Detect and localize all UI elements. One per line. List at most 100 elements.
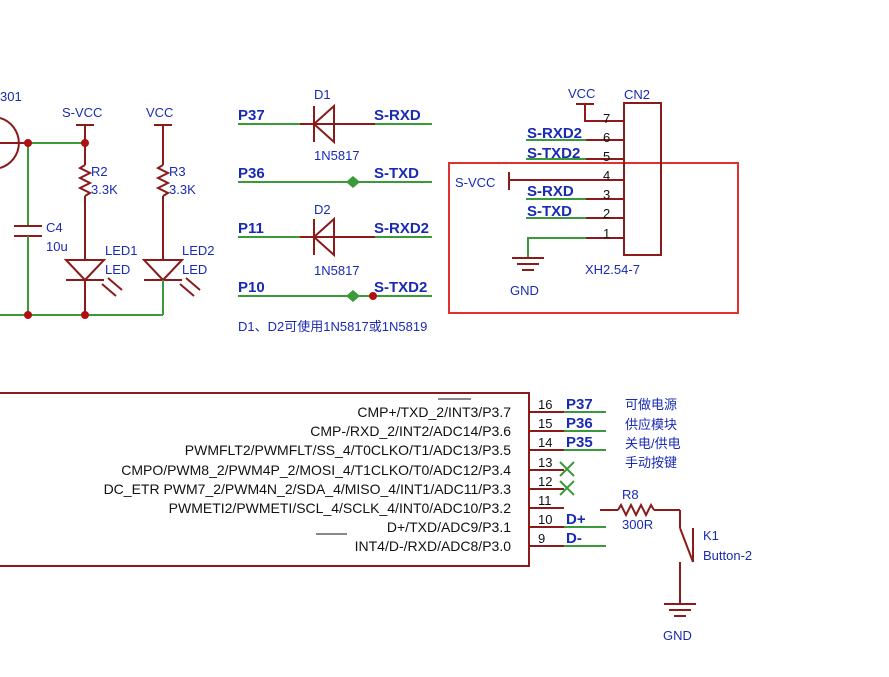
r2-ref: R2	[91, 164, 108, 179]
junction-dot	[24, 139, 32, 147]
mcu-pin-number: 14	[538, 435, 552, 450]
no-connect-mark	[559, 461, 575, 477]
cn2-gnd-wire	[527, 237, 586, 258]
d1-part: 1N5817	[314, 148, 360, 163]
mcu-net-label: P36	[566, 415, 593, 432]
mcu-pin-name: PWMFLT2/PWMFLT/SS_4/T0CLKO/T1/ADC13/P3.5	[185, 442, 511, 458]
r3-ref: R3	[169, 164, 186, 179]
mcu-pin-number: 16	[538, 397, 552, 412]
diode-note: D1、D2可使用1N5817或1N5819	[238, 319, 427, 334]
diode-section: P37 S-RXD D1 1N5817 P36 S-TXD P11 S-RXD2…	[238, 87, 432, 334]
r8-value: 300R	[622, 517, 653, 532]
cn2-net-label: S-RXD2	[527, 125, 582, 142]
mcu-net-label: P37	[566, 396, 593, 413]
cn2-net-label: S-RXD	[527, 183, 574, 200]
partial-label: 301	[0, 89, 22, 104]
led1-value: LED	[105, 262, 130, 277]
r8-resistor	[617, 502, 655, 518]
k1-value: Button-2	[703, 548, 752, 563]
led2-triangle	[141, 259, 185, 282]
cn2-part: XH2.54-7	[585, 262, 640, 277]
k1-gnd-label: GND	[663, 628, 692, 643]
k1-switch-blade	[679, 527, 694, 563]
led1-ref: LED1	[105, 243, 138, 258]
c4-value: 10u	[46, 239, 68, 254]
mcu-pin-number: 11	[538, 493, 552, 508]
c4-ref: C4	[46, 220, 63, 235]
s-txd2-label: S-TXD2	[374, 279, 427, 296]
led-section: 301 C4 10u S-VCC R2 3.3K LED1 LED VCC R3	[0, 89, 215, 319]
r8-ref: R8	[622, 487, 639, 502]
pin-number: 6	[603, 130, 610, 145]
cn2-vcc-lead	[584, 104, 586, 122]
p36-label: P36	[238, 165, 265, 182]
led1-arrow-2	[101, 283, 117, 297]
led2-ref: LED2	[182, 243, 215, 258]
p10-net-tie	[346, 290, 360, 302]
pin-number: 2	[603, 206, 610, 221]
svcc-label: S-VCC	[62, 105, 102, 120]
mcu-pin-number: 9	[538, 531, 545, 546]
d2-ref: D2	[314, 202, 331, 217]
junction-dot	[81, 311, 89, 319]
cn2-body	[623, 102, 662, 256]
pin-number: 5	[603, 149, 610, 164]
p10-label: P10	[238, 279, 265, 296]
s-rxd-label: S-RXD	[374, 107, 421, 124]
led2-arrow-2	[179, 283, 195, 297]
k1-ref: K1	[703, 528, 719, 543]
junction-dot	[81, 139, 89, 147]
highlight-box	[448, 162, 739, 314]
p37-label: P37	[238, 107, 265, 124]
led1-arrow-1	[107, 277, 123, 291]
led2-value: LED	[182, 262, 207, 277]
d1-ref: D1	[314, 87, 331, 102]
vcc-label: VCC	[146, 105, 173, 120]
mcu-pin-number: 10	[538, 512, 552, 527]
r3-resistor	[155, 164, 171, 197]
led2-arrow-1	[185, 277, 201, 291]
mcu-pin-number: 15	[538, 416, 552, 431]
mcu-pin-name: PWMETI2/PWMETI/SCL_4/SCLK_4/INT0/ADC10/P…	[169, 500, 512, 516]
r2-resistor	[77, 164, 93, 197]
mcu-note-line: 供应模块	[625, 417, 677, 432]
r2-value: 3.3K	[91, 182, 118, 197]
cn2-net-label: S-TXD2	[527, 145, 580, 162]
s-txd-label: S-TXD	[374, 165, 419, 182]
led1-triangle	[63, 259, 107, 282]
s-rxd2-label: S-RXD2	[374, 220, 429, 237]
d2-part: 1N5817	[314, 263, 360, 278]
cn2-ref: CN2	[624, 87, 650, 102]
mcu-note-line: 可做电源	[625, 397, 677, 412]
junction-dot	[369, 292, 377, 300]
junction-dot	[24, 311, 32, 319]
connector-cn2: CN2 XH2.54-7 7 6 5 4 3 2 1 VCC S-RXD2 S-…	[448, 86, 739, 314]
mcu-pin-number: 13	[538, 455, 552, 470]
pin-number: 1	[603, 226, 610, 241]
no-connect-mark	[559, 480, 575, 496]
cn2-svcc-label: S-VCC	[455, 175, 495, 190]
mcu-note-line: 手动按键	[625, 455, 677, 470]
mcu-body	[0, 392, 530, 567]
r3-value: 3.3K	[169, 182, 196, 197]
mcu-net-label: D+	[566, 511, 586, 528]
mcu-net-label: P35	[566, 434, 593, 451]
mcu-note-line: 关电/供电	[625, 436, 681, 451]
mcu-pin-name: CMP+/TXD_2/INT3/P3.7	[357, 404, 511, 420]
p36-net-tie	[346, 176, 360, 188]
d2-triangle	[312, 216, 335, 258]
pin-number: 7	[603, 111, 610, 126]
mcu-pin-name: D+/TXD/ADC9/P3.1	[387, 519, 511, 535]
button-section: R8 300R K1 Button-2 GND	[600, 487, 752, 643]
mcu-pin-name: DC_ETR PWM7_2/PWM4N_2/SDA_4/MISO_4/INT1/…	[104, 481, 512, 497]
cn2-vcc-label: VCC	[568, 86, 595, 101]
mcu-net-label: D-	[566, 530, 582, 547]
mcu-pin-name: CMPO/PWM8_2/PWM4P_2/MOSI_4/T1CLKO/T0/ADC…	[121, 462, 511, 478]
pin-number: 3	[603, 187, 610, 202]
mcu-pin-number: 12	[538, 474, 552, 489]
d1-triangle	[312, 103, 335, 145]
cn2-gnd-label: GND	[510, 283, 539, 298]
